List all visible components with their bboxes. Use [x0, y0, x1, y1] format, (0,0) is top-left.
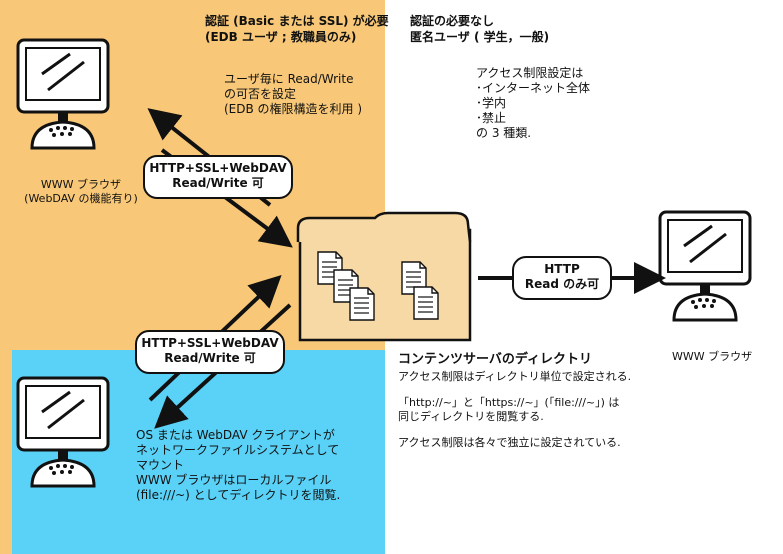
mount-desc-line: OS または WebDAV クライアントが — [136, 428, 335, 442]
server-note: アクセス制限はディレクトリ単位で設定される. — [398, 370, 632, 383]
auth-required-heading: 認証 (Basic または SSL) が必要 — [205, 14, 389, 28]
access-desc-line: ･学内 — [476, 96, 507, 110]
protocol-pill-top: HTTP+SSL+WebDAV Read/Write 可 — [143, 155, 293, 199]
server-notes: アクセス制限はディレクトリ単位で設定される. 「http://~」と「https… — [398, 370, 631, 450]
server-note: 「http://~」と「https://~」(「file:///~」) は — [398, 396, 620, 409]
folder-icon — [296, 211, 472, 342]
server-note: 同じディレクトリを閲覧する. — [398, 410, 544, 423]
monitor-icon-right — [658, 210, 752, 322]
monitor-icon-bottom-left — [16, 376, 110, 488]
monitor-icon-top-left — [16, 38, 110, 150]
mount-client-desc: OS または WebDAV クライアントが ネットワークファイルシステムとして … — [136, 428, 340, 503]
protocol-pill-right: HTTP Read のみ可 — [512, 256, 612, 300]
auth-users-heading: (EDB ユーザ ; 教職員のみ) — [205, 30, 357, 44]
pill-line: HTTP — [544, 262, 580, 276]
pill-line: HTTP+SSL+WebDAV — [149, 161, 287, 175]
mount-desc-line: マウント — [136, 458, 185, 472]
client-top-left-label: WWW ブラウザ (WebDAV の機能有り) — [6, 178, 156, 206]
anonymous-users-heading: 匿名ユーザ ( 学生，一般) — [410, 30, 550, 44]
pill-line: Read のみ可 — [524, 277, 600, 291]
mount-desc-line: ネットワークファイルシステムとして — [136, 443, 340, 457]
access-desc-line: ･禁止 — [476, 111, 507, 125]
no-auth-heading: 認証の必要なし — [410, 14, 495, 28]
auth-desc-line: (EDB の権限構造を利用 ) — [224, 102, 363, 116]
mount-desc-line: (file:///~) としてディレクトリを閲覧. — [136, 488, 341, 502]
client-right-label: WWW ブラウザ — [672, 350, 753, 363]
auth-desc-line: の可否を設定 — [224, 87, 297, 101]
auth-desc: ユーザ毎に Read/Write の可否を設定 (EDB の権限構造を利用 ) — [224, 72, 362, 117]
server-directory-title: コンテンツサーバのディレクトリ — [398, 352, 592, 367]
pill-line: Read/Write 可 — [164, 351, 256, 365]
mount-desc-line: WWW ブラウザはローカルファイル — [136, 473, 332, 487]
auth-desc-line: ユーザ毎に Read/Write — [224, 72, 354, 86]
access-restriction-desc: アクセス制限設定は ･インターネット全体 ･学内 ･禁止 の 3 種類. — [476, 66, 590, 141]
server-note: アクセス制限は各々で独立に設定されている. — [398, 436, 621, 449]
pill-line: Read/Write 可 — [172, 176, 264, 190]
client-label-line: (WebDAV の機能有り) — [24, 192, 138, 205]
access-desc-line: の 3 種類. — [476, 126, 532, 140]
client-label-line: WWW ブラウザ — [40, 178, 122, 191]
access-desc-line: アクセス制限設定は — [476, 66, 584, 80]
protocol-pill-bottom: HTTP+SSL+WebDAV Read/Write 可 — [135, 330, 285, 374]
pill-line: HTTP+SSL+WebDAV — [141, 336, 279, 350]
access-desc-line: ･インターネット全体 — [476, 81, 591, 95]
